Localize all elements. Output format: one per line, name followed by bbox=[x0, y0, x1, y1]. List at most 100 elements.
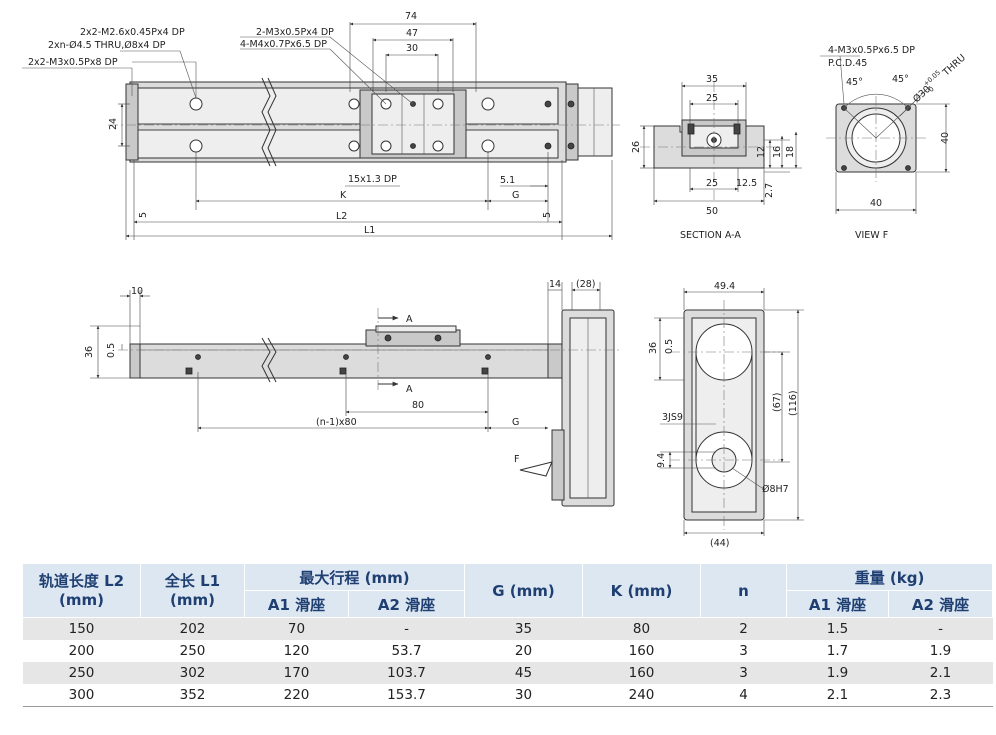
ev-116: (116) bbox=[788, 390, 799, 416]
callout-m4: 4-M4x0.7Px6.5 DP bbox=[240, 39, 327, 50]
table-cell: 153.7 bbox=[348, 684, 465, 707]
table-cell: 250 bbox=[22, 662, 141, 684]
vf-thru: THRU bbox=[940, 52, 968, 79]
table-cell: 45 bbox=[464, 662, 583, 684]
table-cell: 170 bbox=[244, 662, 349, 684]
vf-bore-tol2: 0 bbox=[927, 85, 935, 94]
ev-494: 49.4 bbox=[714, 281, 735, 292]
side-view: 10 36 0.5 A A 80 (n-1)x80 G 14 (28) F bbox=[84, 279, 620, 507]
table-cell: 3 bbox=[700, 640, 787, 662]
dim-51: 5.1 bbox=[500, 175, 515, 186]
table-cell: 202 bbox=[140, 617, 245, 640]
header-k: K (mm) bbox=[582, 563, 702, 618]
table-cell: 160 bbox=[582, 640, 701, 662]
ev-key: 3JS9 bbox=[662, 412, 683, 423]
dim-12: 12 bbox=[756, 146, 767, 158]
header-n: n bbox=[700, 563, 788, 618]
sv-g: G bbox=[512, 417, 519, 428]
callout-m3-8: 2x2-M3x0.5Px8 DP bbox=[28, 57, 118, 68]
dim-L1: L1 bbox=[364, 225, 375, 236]
callout-thru: 2xn-Ø4.5 THRU,Ø8x4 DP bbox=[48, 40, 166, 51]
dim-15x13: 15x1.3 DP bbox=[348, 174, 397, 185]
sv-pitch: (n-1)x80 bbox=[316, 417, 357, 428]
dim-L2: L2 bbox=[336, 211, 347, 222]
view-f-title: VIEW F bbox=[855, 230, 888, 241]
technical-drawing: 2x2-M2.6x0.45Px4 DP 2xn-Ø4.5 THRU,Ø8x4 D… bbox=[22, 11, 968, 549]
vf-ang1: 45° bbox=[846, 77, 863, 88]
dim-5a: 5 bbox=[138, 212, 149, 218]
table-row: 200 250 120 53.7 20 160 3 1.7 1.9 bbox=[22, 640, 993, 662]
table-cell: 30 bbox=[464, 684, 583, 707]
dim-35: 35 bbox=[706, 74, 718, 85]
sv-14: 14 bbox=[549, 279, 561, 290]
header-weight: 重量 (kg) bbox=[786, 563, 994, 591]
sv-f: F bbox=[514, 454, 519, 465]
table-row: 300 352 220 153.7 30 240 4 2.1 2.3 bbox=[22, 684, 993, 707]
dim-25b: 25 bbox=[706, 178, 718, 189]
dim-5b: 5 bbox=[542, 212, 553, 218]
table-cell: 35 bbox=[464, 617, 583, 640]
table-cell: 70 bbox=[244, 617, 349, 640]
table-cell: - bbox=[888, 617, 993, 640]
table-cell: 80 bbox=[582, 617, 701, 640]
table-cell: 2.1 bbox=[786, 684, 889, 707]
table-cell: 352 bbox=[140, 684, 245, 707]
table-cell: - bbox=[348, 617, 465, 640]
vf-pcd: P.C.D.45 bbox=[828, 58, 867, 69]
header-weight-a2: A2 滑座 bbox=[888, 590, 994, 618]
end-view: 49.4 36 0.5 (67) (116) 3JS9 9.4 Ø8H7 (44… bbox=[648, 281, 804, 549]
sv-10: 10 bbox=[131, 286, 143, 297]
dim-47: 47 bbox=[406, 28, 418, 39]
header-stroke-a1: A1 滑座 bbox=[244, 590, 349, 618]
table-cell: 150 bbox=[22, 617, 141, 640]
table-cell: 20 bbox=[464, 640, 583, 662]
header-rail-length: 轨道长度 L2 (mm) bbox=[22, 563, 141, 618]
sv-05: 0.5 bbox=[106, 343, 117, 358]
section-aa-title: SECTION A-A bbox=[680, 230, 741, 241]
table-cell: 3 bbox=[700, 662, 787, 684]
header-total-length: 全长 L1 (mm) bbox=[140, 563, 245, 618]
dim-74: 74 bbox=[405, 11, 417, 22]
dim-18: 18 bbox=[785, 146, 796, 158]
table-cell: 1.5 bbox=[786, 617, 889, 640]
ev-bore: Ø8H7 bbox=[762, 484, 789, 495]
header-max-stroke: 最大行程 (mm) bbox=[243, 563, 466, 591]
callout-m26: 2x2-M2.6x0.45Px4 DP bbox=[80, 27, 185, 38]
spec-table: 轨道长度 L2 (mm) 全长 L1 (mm) 最大行程 (mm) G (mm)… bbox=[22, 563, 994, 707]
dim-26: 26 bbox=[631, 141, 642, 153]
sv-28: (28) bbox=[576, 279, 596, 290]
view-f: 4-M3x0.5Px6.5 DP P.C.D.45 45° 45° Ø30 +0… bbox=[820, 45, 968, 241]
header-g: G (mm) bbox=[464, 563, 584, 618]
table-cell: 1.9 bbox=[786, 662, 889, 684]
table-row: 250 302 170 103.7 45 160 3 1.9 2.1 bbox=[22, 662, 993, 684]
ev-67: (67) bbox=[772, 392, 783, 412]
dim-16: 16 bbox=[772, 146, 783, 158]
dim-50: 50 bbox=[706, 206, 718, 217]
table-cell: 302 bbox=[140, 662, 245, 684]
ev-94: 9.4 bbox=[656, 453, 667, 468]
vf-40a: 40 bbox=[940, 132, 951, 144]
table-cell: 1.9 bbox=[888, 640, 993, 662]
dim-24: 24 bbox=[108, 118, 119, 130]
dim-K: K bbox=[340, 190, 347, 201]
table-cell: 1.7 bbox=[786, 640, 889, 662]
vf-ang2: 45° bbox=[892, 74, 909, 85]
table-row: 150 202 70 - 35 80 2 1.5 - bbox=[22, 617, 993, 640]
dim-30: 30 bbox=[406, 43, 418, 54]
table-cell: 120 bbox=[244, 640, 349, 662]
table-cell: 250 bbox=[140, 640, 245, 662]
table-cell: 103.7 bbox=[348, 662, 465, 684]
table-cell: 53.7 bbox=[348, 640, 465, 662]
table-cell: 2.1 bbox=[888, 662, 993, 684]
dim-27: 2.7 bbox=[764, 183, 775, 198]
ev-05: 0.5 bbox=[664, 339, 675, 354]
table-cell: 220 bbox=[244, 684, 349, 707]
header-weight-a1: A1 滑座 bbox=[786, 590, 890, 618]
table-cell: 300 bbox=[22, 684, 141, 707]
sv-36: 36 bbox=[84, 346, 95, 358]
dim-25a: 25 bbox=[706, 93, 718, 104]
sv-a2: A bbox=[406, 384, 413, 395]
table-cell: 2 bbox=[700, 617, 787, 640]
table-cell: 4 bbox=[700, 684, 787, 707]
vf-bore-tol: +0.05 bbox=[922, 69, 942, 88]
